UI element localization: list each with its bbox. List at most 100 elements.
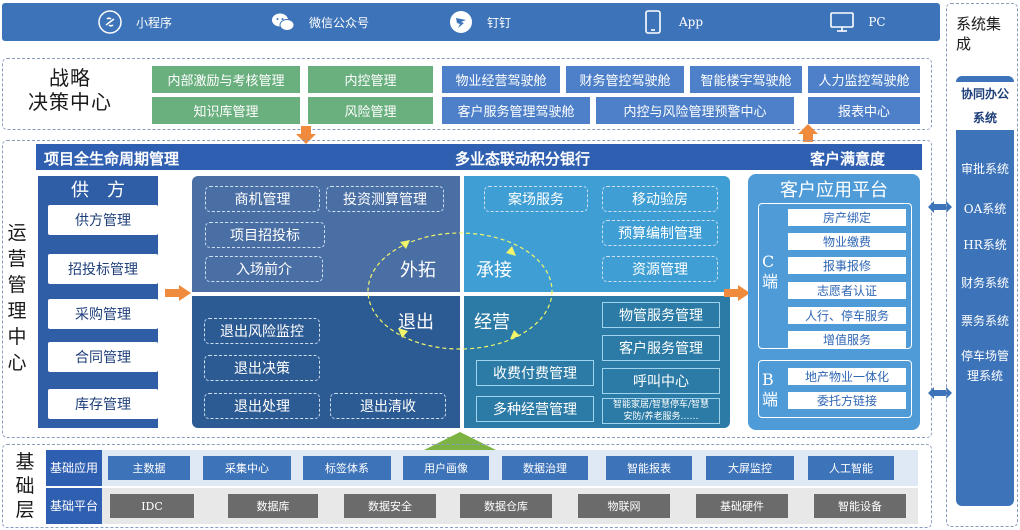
c-end-item[interactable]: 报事报修 [788, 257, 906, 274]
supply-item[interactable]: 供方管理 [48, 205, 158, 235]
expand-item[interactable]: 投资测算管理 [326, 186, 444, 212]
channel-label: 小程序 [135, 15, 172, 30]
base-app-item[interactable]: 大屏监控 [706, 456, 794, 480]
strategy-cockpit[interactable]: 财务管控驾驶舱 [566, 66, 684, 93]
c-end-item[interactable]: 增值服务 [788, 331, 906, 348]
integration-item[interactable]: 审批系统 [960, 161, 1009, 176]
channel-app[interactable]: App [632, 8, 712, 36]
undertake-quadrant [464, 176, 730, 292]
undertake-item[interactable]: 案场服务 [484, 186, 588, 212]
monitor-icon [830, 12, 855, 32]
operate-item[interactable]: 物管服务管理 [602, 302, 720, 328]
exit-item[interactable]: 退出风险监控 [204, 318, 320, 344]
base-platform-item[interactable]: 物联网 [578, 494, 670, 518]
operate-item[interactable]: 多种经营管理 [476, 396, 594, 422]
down-arrow-icon [296, 126, 316, 144]
strategy-cockpit[interactable]: 内控与风险管理预警中心 [596, 97, 794, 124]
base-platform-item[interactable]: 基础硬件 [696, 494, 788, 518]
c-end-item[interactable]: 房产绑定 [788, 209, 906, 226]
exit-item[interactable]: 退出清收 [330, 393, 446, 419]
cycle-arrow-icon [510, 330, 520, 339]
supply-item[interactable]: 合同管理 [48, 342, 158, 372]
exit-item[interactable]: 退出决策 [204, 355, 320, 381]
tablet-icon [645, 10, 661, 34]
channel-pc[interactable]: PC [818, 8, 898, 36]
collaboration-system[interactable]: 协同办公系统 [956, 82, 1014, 130]
expand-item[interactable]: 项目招投标 [205, 222, 325, 248]
c-end-item[interactable]: 志愿者认证 [788, 282, 906, 299]
base-panel [2, 444, 932, 528]
base-app-item[interactable]: 主数据 [108, 456, 190, 480]
smart-services[interactable]: 智能家居/智慧停车/智慧 安防/养老服务…… [602, 398, 720, 424]
b-end-item[interactable]: 委托方链接 [788, 392, 906, 409]
integration-item[interactable]: 票务系统 [960, 313, 1009, 328]
exit-item[interactable]: 退出处理 [204, 393, 320, 419]
channel-dingtalk[interactable]: 钉钉 [435, 8, 525, 36]
integration-item[interactable]: 停车场管理系统 [960, 349, 1009, 383]
channel-wechat[interactable]: 微信公众号 [250, 8, 390, 36]
operate-item[interactable]: 客户服务管理 [602, 335, 720, 361]
supply-item[interactable]: 采购管理 [48, 299, 158, 329]
right-arrow-icon [724, 285, 750, 301]
base-app-item[interactable]: 采集中心 [203, 456, 291, 480]
strategy-cockpit[interactable]: 人力监控驾驶舱 [808, 66, 920, 93]
integration-item[interactable]: 财务系统 [960, 275, 1009, 290]
strategy-item[interactable]: 内控管理 [308, 66, 433, 93]
integration-item[interactable]: HR系统 [963, 237, 1007, 252]
undertake-item[interactable]: 资源管理 [602, 256, 718, 282]
expand-item[interactable]: 商机管理 [205, 186, 320, 212]
strategy-item[interactable]: 风险管理 [308, 97, 433, 124]
base-app-item[interactable]: 标签体系 [303, 456, 391, 480]
operate-item[interactable]: 呼叫中心 [602, 368, 720, 394]
strategy-cockpit[interactable]: 报表中心 [808, 97, 920, 124]
base-platform-item[interactable]: IDC [110, 494, 194, 518]
supply-item[interactable]: 招投标管理 [48, 254, 158, 284]
client-title: 客户应用平台 [780, 180, 888, 201]
base-platform-item[interactable]: 数据安全 [344, 494, 436, 518]
c-end-item[interactable]: 人行、停车服务 [788, 307, 906, 324]
lifecycle-cycle [367, 232, 553, 350]
cycle-arrow-icon [398, 328, 408, 338]
operate-label: 经营 [474, 312, 510, 333]
c-end-group [758, 203, 912, 349]
strategy-title: 战略 决策中心 [28, 66, 112, 114]
strategy-item[interactable]: 知识库管理 [152, 97, 300, 124]
channel-label: 钉钉 [486, 15, 511, 30]
cycle-arrow-icon [400, 240, 410, 249]
base-platform-item[interactable]: 智能设备 [814, 494, 906, 518]
undertake-item[interactable]: 移动验房 [602, 186, 718, 212]
strategy-item[interactable]: 内部激励与考核管理 [152, 66, 300, 93]
base-platform-item[interactable]: 数据库 [228, 494, 318, 518]
right-arrow-icon [165, 285, 191, 301]
strategy-cockpit[interactable]: 物业经营驾驶舱 [442, 66, 560, 93]
base-platform-item[interactable]: 数据仓库 [460, 494, 552, 518]
channel-label: 微信公众号 [308, 15, 369, 30]
base-app-item[interactable]: 人工智能 [808, 456, 894, 480]
b-end-item[interactable]: 地产物业一体化 [788, 368, 906, 385]
b-end-group [758, 360, 912, 418]
undertake-item[interactable]: 预算编制管理 [602, 220, 718, 246]
base-app-item[interactable]: 用户画像 [403, 456, 489, 480]
integration-title: 系统集成 [956, 15, 1002, 53]
integration-column [956, 76, 1014, 506]
c-end-item[interactable]: 物业缴费 [788, 233, 906, 250]
strategy-cockpit[interactable]: 客户服务管理驾驶舱 [442, 97, 590, 124]
expand-item[interactable]: 入场前介 [205, 256, 323, 282]
channel-label: App [678, 15, 704, 29]
operate-item[interactable]: 收费付费管理 [476, 360, 594, 386]
link-icon [98, 10, 122, 34]
wechat-icon [271, 13, 295, 31]
c-end-label: C端 [762, 252, 779, 291]
supply-item[interactable]: 库存管理 [48, 389, 158, 419]
bar-item: 客户满意度 [810, 150, 886, 168]
strategy-cockpit[interactable]: 智能楼宇驾驶舱 [690, 66, 802, 93]
cycle-arrow-icon [506, 246, 516, 256]
b-end-label: B端 [762, 370, 779, 409]
integration-item[interactable]: OA系统 [963, 201, 1007, 216]
strategy-panel [2, 58, 932, 130]
base-app-item[interactable]: 智能报表 [606, 456, 692, 480]
base-app-item[interactable]: 数据治理 [502, 456, 588, 480]
channel-label: PC [868, 15, 886, 29]
channel-mini-program[interactable]: 小程序 [60, 8, 210, 36]
supply-title: 供 方 [71, 180, 125, 201]
